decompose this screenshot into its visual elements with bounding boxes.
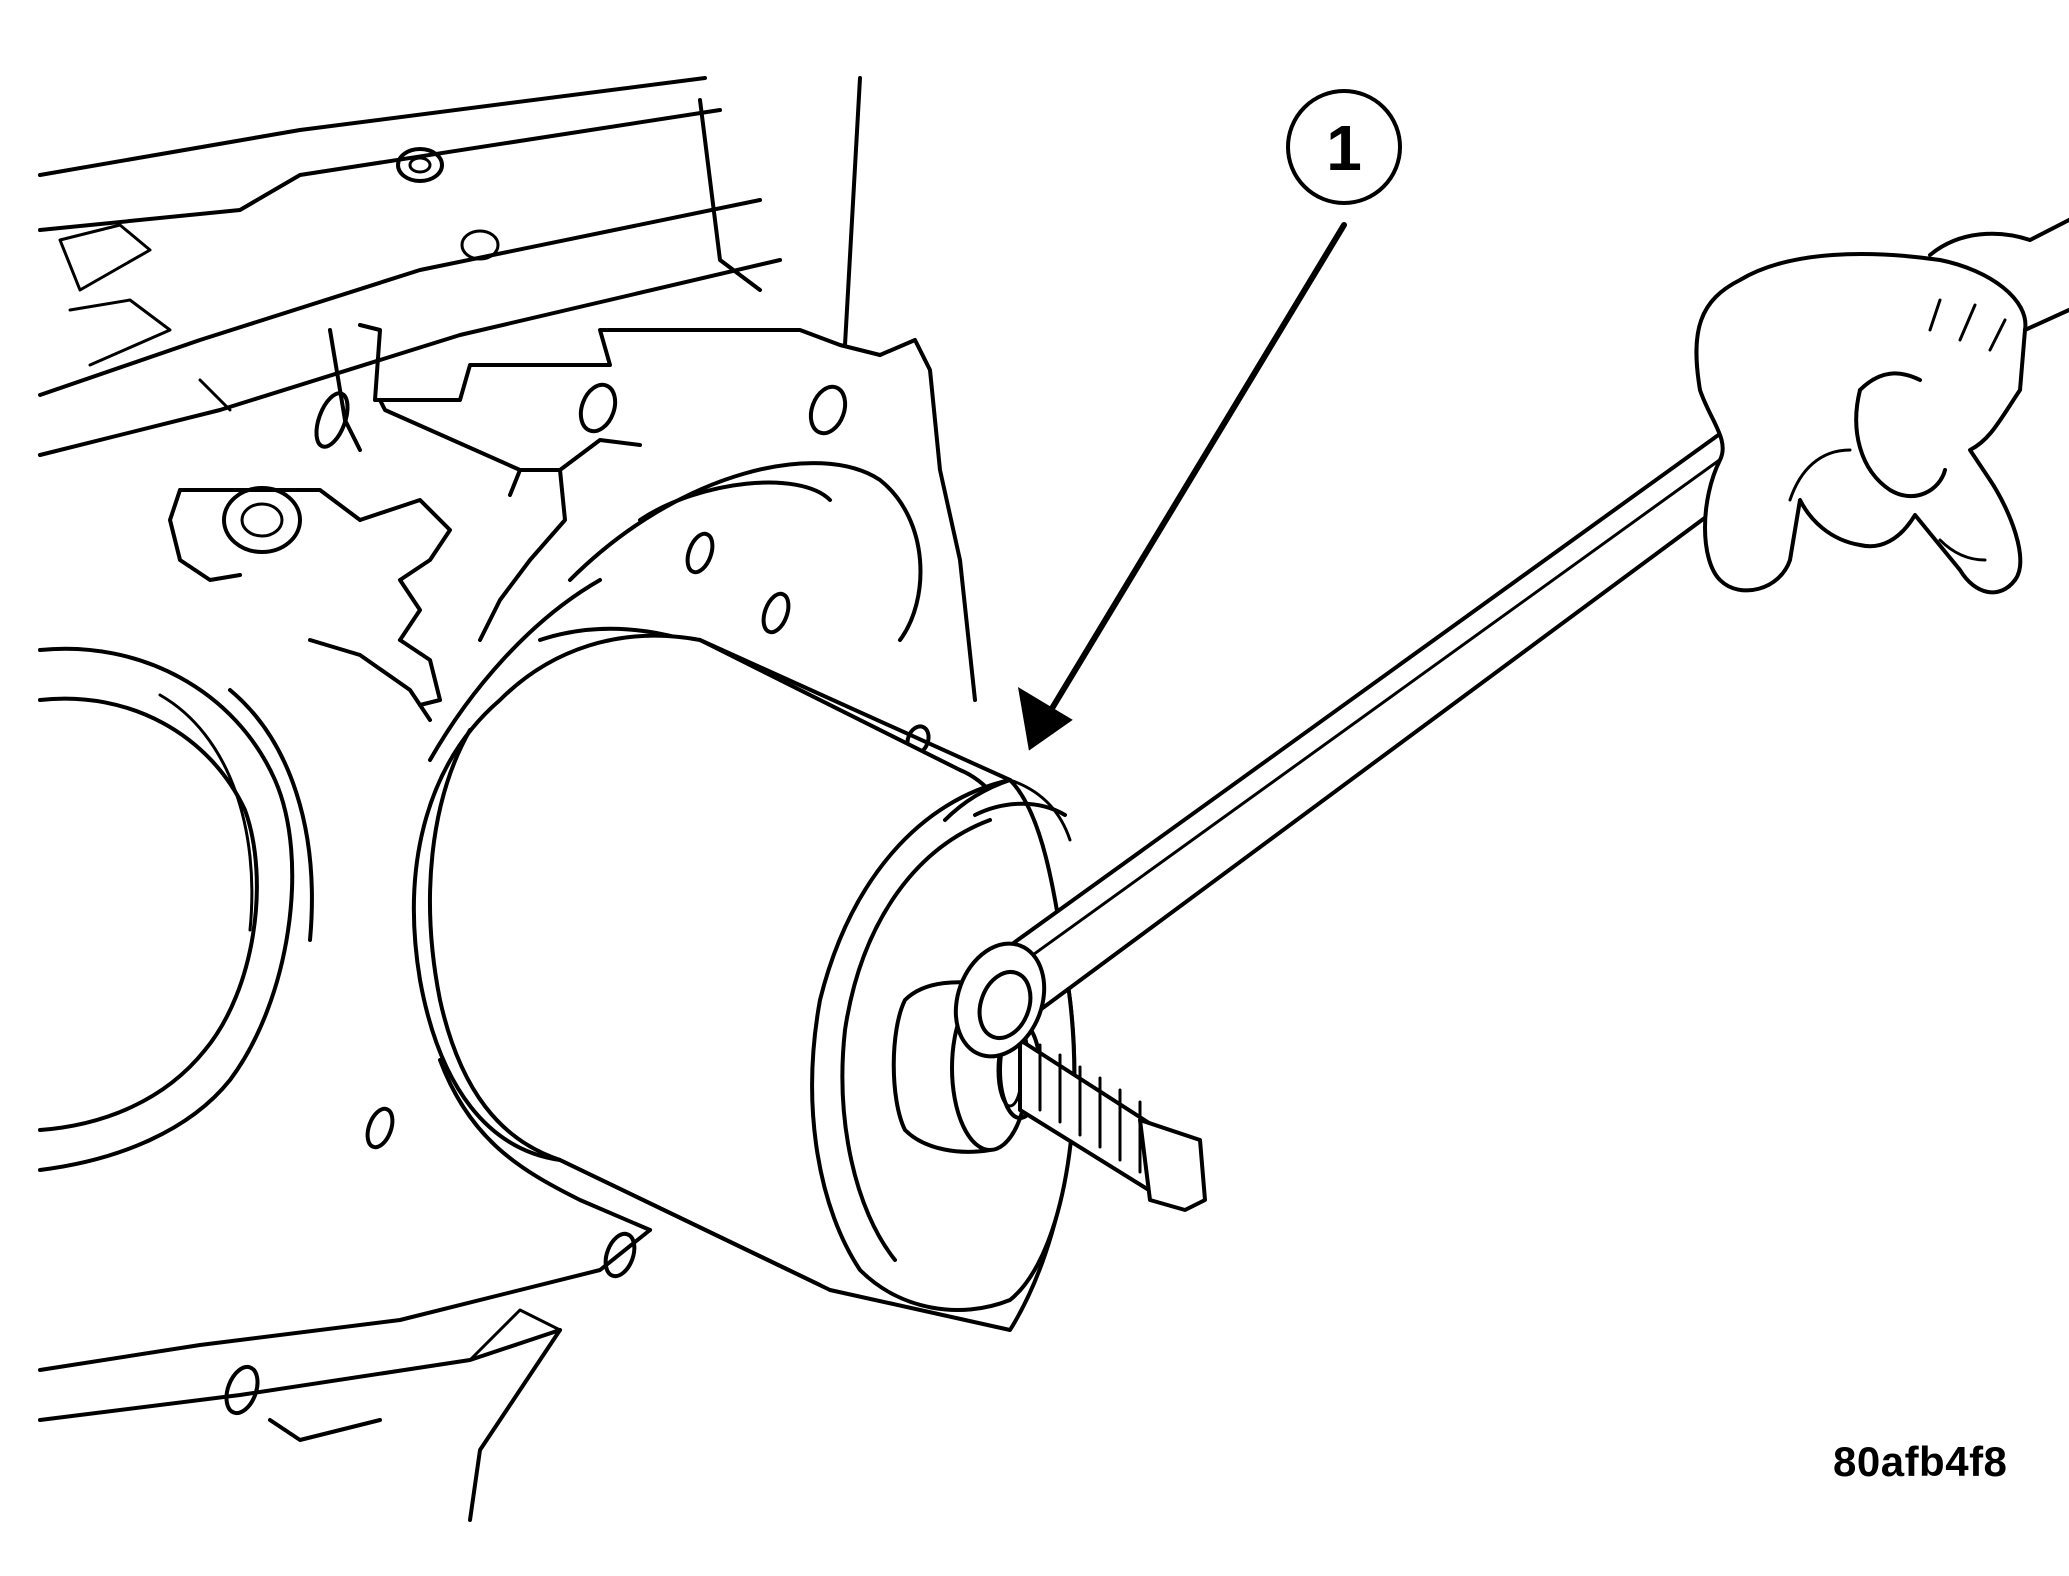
seal-installer-tool xyxy=(411,626,1077,1332)
figure-id: 80afb4f8 xyxy=(1833,1438,2008,1485)
arrowhead xyxy=(1017,687,1073,751)
callout-1: 1 xyxy=(1017,89,1402,751)
wrench xyxy=(953,403,1812,1059)
callout-number: 1 xyxy=(1326,112,1362,184)
hand xyxy=(1694,218,2069,595)
engine-housing xyxy=(38,76,977,1522)
